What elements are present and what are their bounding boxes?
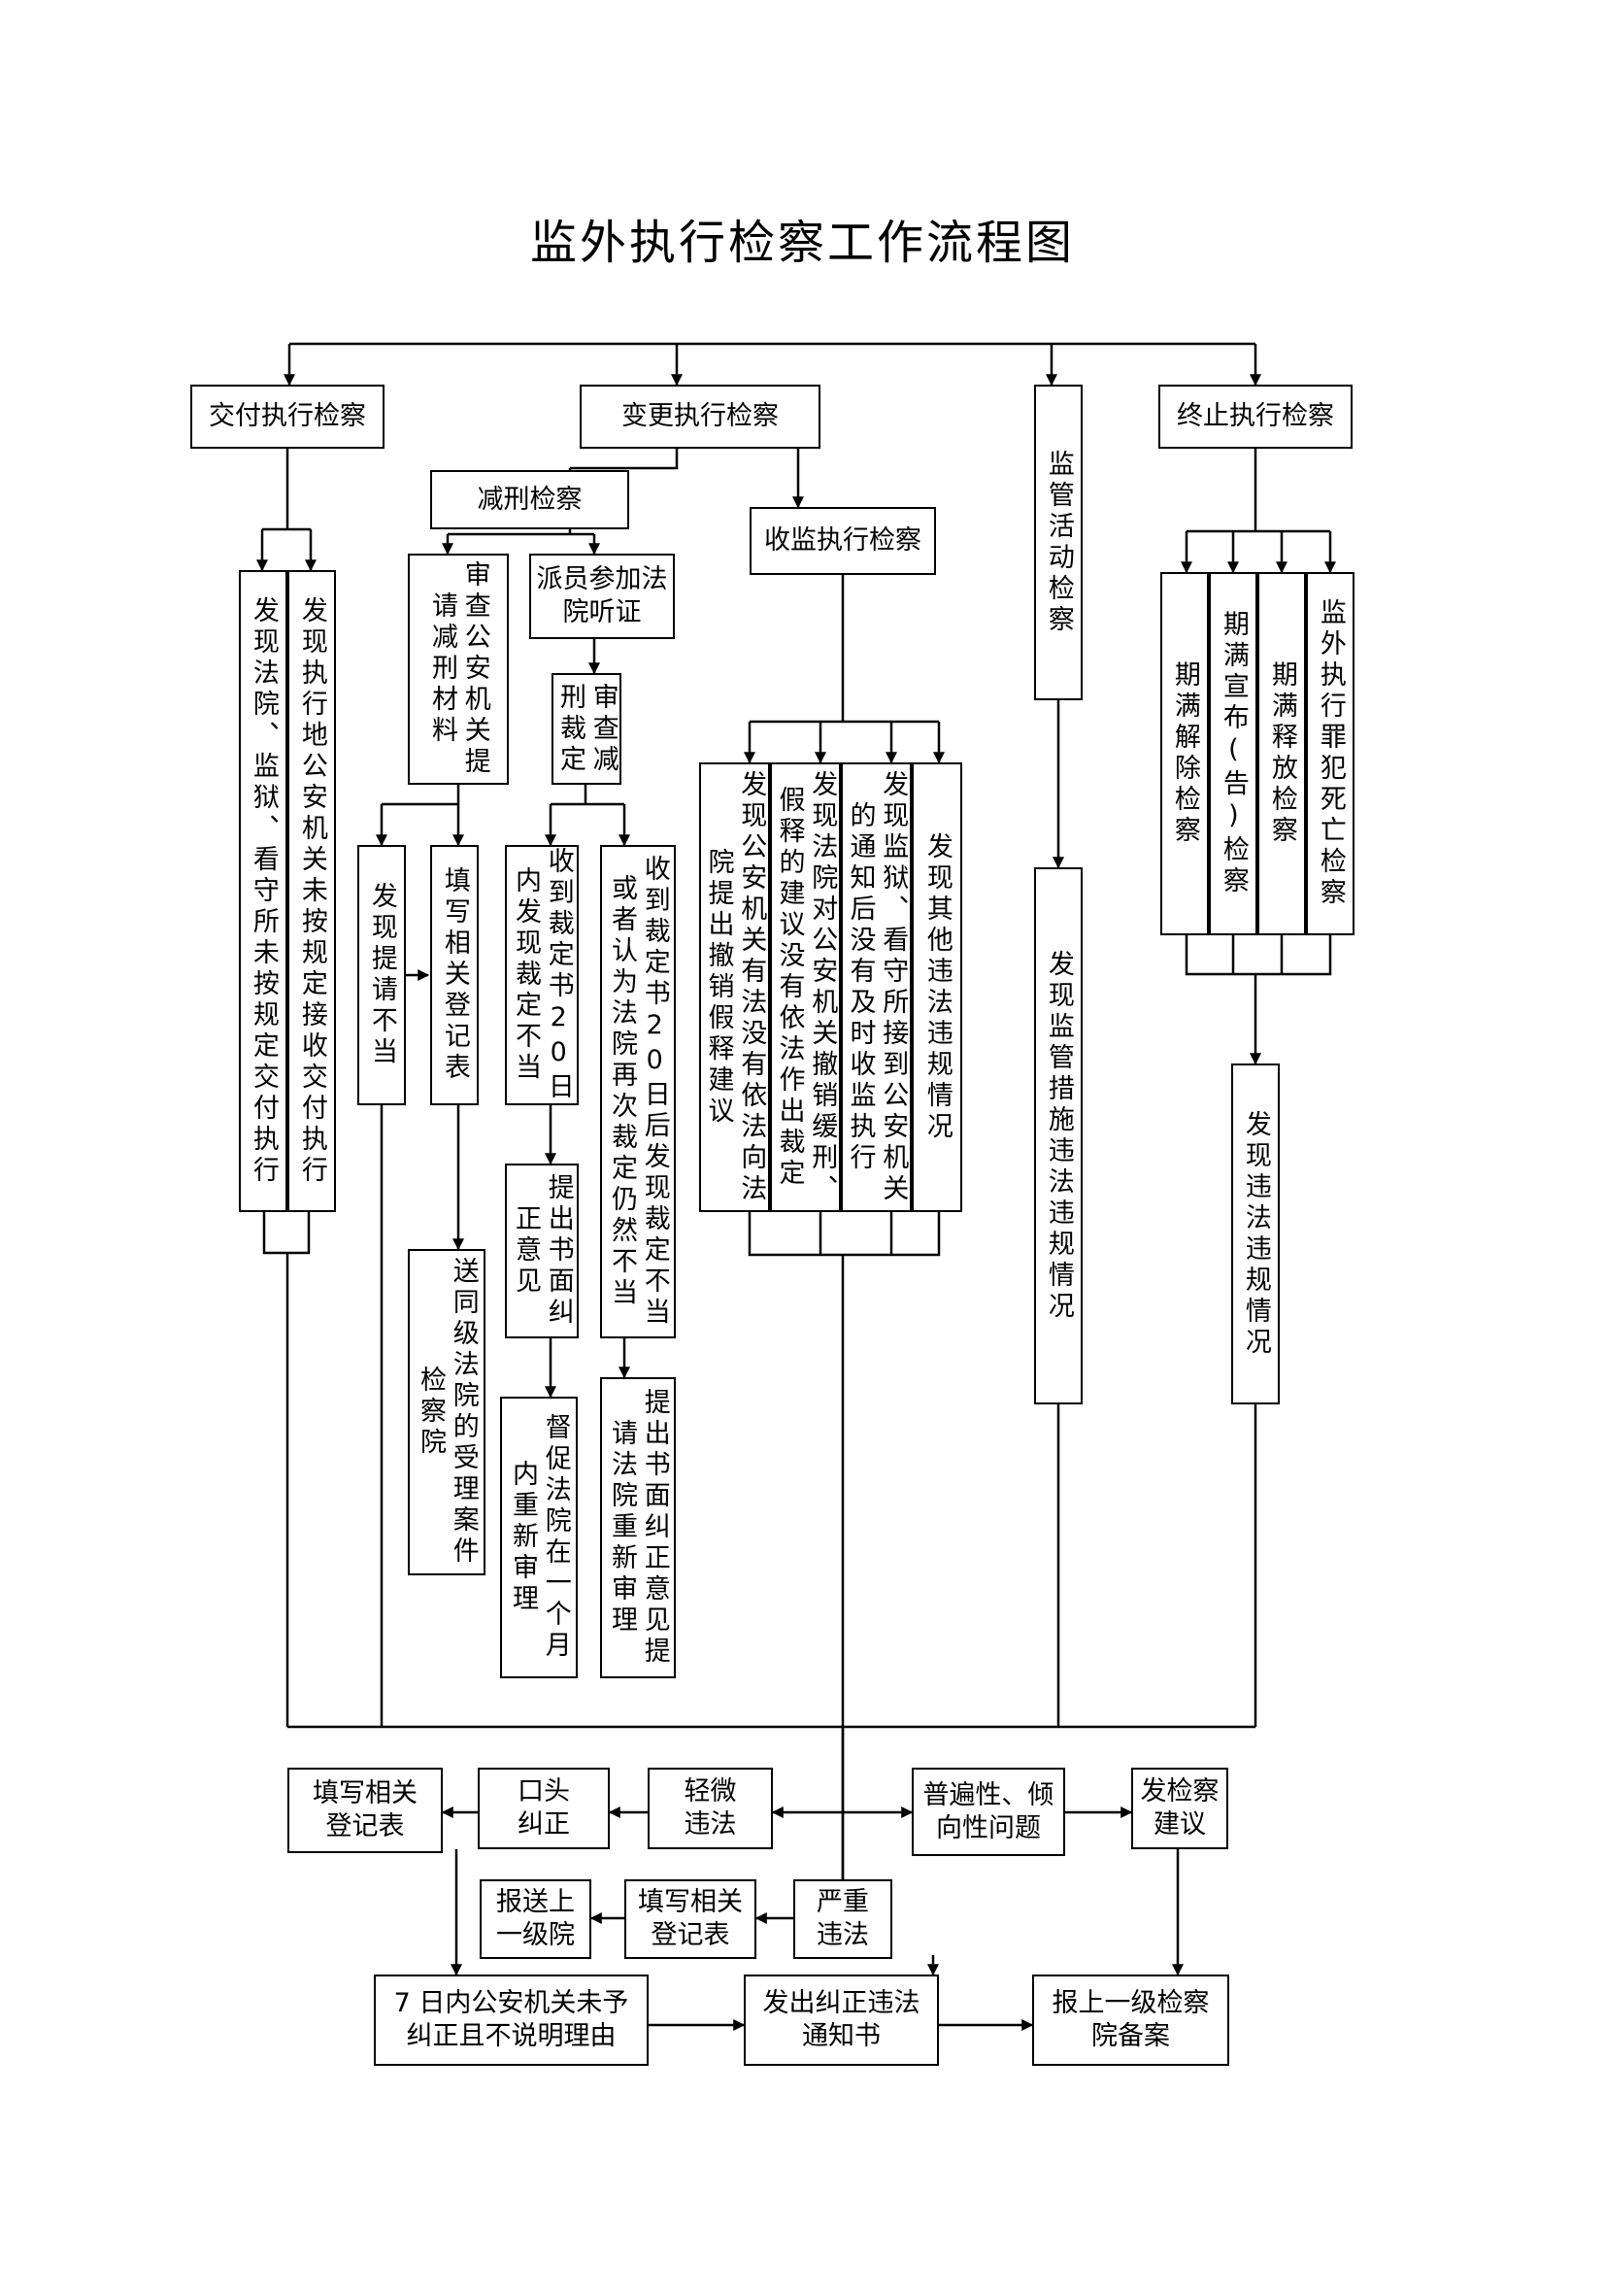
shoujian-s4-box: 发现其他违法违规情况 (912, 762, 962, 1212)
within20-label: 收到裁定书20日内发现裁定不当 (511, 847, 574, 1103)
zhongzhi-c1-box: 期满解除检察 (1160, 572, 1209, 935)
send-court-box: 送同级法院的受理案件检察院 (408, 1249, 485, 1575)
bottom-suggest-label: 发检察 建议 (1140, 1776, 1220, 1840)
biangeng-box: 变更执行检察 (580, 385, 820, 449)
improper-label: 发现提请不当 (366, 882, 397, 1068)
request-retrial-label: 提出书面纠正意见提请法院重新审理 (607, 1388, 670, 1668)
bottom-fill-form1-box: 填写相关 登记表 (287, 1768, 443, 1853)
shoujian-s4-label: 发现其他违法违规情况 (921, 831, 953, 1143)
review-materials-label: 审查公安机关提请减刑材料 (427, 560, 490, 778)
jiaofu-court-label: 发现法院、监狱、看守所未按规定交付执行 (248, 595, 279, 1187)
bottom-notice-box: 发出纠正违法 通知书 (744, 1975, 939, 2066)
zhongzhi-label: 终止执行检察 (1177, 401, 1334, 432)
bottom-serious-box: 严重 违法 (793, 1879, 892, 1959)
zhongzhi-c3-box: 期满释放检察 (1257, 572, 1306, 935)
fill-form-label: 填写相关登记表 (439, 866, 470, 1084)
bottom-general-label: 普遍性、倾 向性问题 (922, 1779, 1054, 1843)
bottom-suggest-box: 发检察 建议 (1131, 1768, 1228, 1849)
jiaofu-label: 交付执行检察 (209, 401, 366, 432)
bottom-report-upper-label: 报送上 一级院 (496, 1887, 575, 1950)
improper-box: 发现提请不当 (357, 845, 406, 1105)
jianxing-box: 减刑检察 (430, 470, 629, 529)
request-retrial-box: 提出书面纠正意见提请法院重新审理 (600, 1377, 676, 1678)
jianguan-found-label: 发现监管措施违法违规情况 (1043, 949, 1074, 1323)
shoujian-s2-label: 发现法院对公安机关撤销缓刑、假释的建议没有依法作出裁定 (774, 769, 838, 1205)
bottom-general-box: 普遍性、倾 向性问题 (912, 1768, 1065, 1856)
jianguan-label: 监管活动检察 (1043, 449, 1074, 636)
after20-box: 收到裁定书20日后发现裁定不当或者认为法院再次裁定仍然不当 (600, 845, 676, 1338)
send-court-label: 送同级法院的受理案件检察院 (416, 1257, 479, 1568)
bottom-fill-form2-box: 填写相关 登记表 (624, 1879, 756, 1959)
jiaofu-police-label: 发现执行地公安机关未按规定接收交付执行 (296, 595, 327, 1187)
review-materials-box: 审查公安机关提请减刑材料 (408, 554, 509, 785)
fill-form-box: 填写相关登记表 (430, 845, 479, 1105)
page-title: 监外执行检察工作流程图 (529, 216, 1075, 270)
bottom-fill-form2-label: 填写相关 登记表 (638, 1887, 743, 1950)
bottom-minor-box: 轻微 违法 (648, 1768, 773, 1849)
shoujian-box: 收监执行检察 (750, 507, 936, 575)
biangeng-label: 变更执行检察 (621, 401, 779, 432)
jiaofu-court-box: 发现法院、监狱、看守所未按规定交付执行 (239, 570, 287, 1212)
zhongzhi-c1-label: 期满解除检察 (1169, 660, 1200, 847)
zhongzhi-c4-label: 监外执行罪犯死亡检察 (1315, 598, 1346, 909)
jianxing-label: 减刑检察 (477, 484, 583, 515)
supervise-retrial-box: 督促法院在一个月内重新审理 (500, 1397, 578, 1678)
bottom-oral-box: 口头 纠正 (478, 1768, 610, 1849)
bottom-file-upper-label: 报上一级检察 院备案 (1052, 1988, 1210, 2051)
correction-opinion-box: 提出书面纠正意见 (505, 1164, 579, 1338)
shoujian-s1-box: 发现公安机关有法没有依法向法院提出撤销假释建议 (699, 762, 770, 1212)
jianguan-found-box: 发现监管措施违法违规情况 (1034, 867, 1083, 1404)
zhongzhi-box: 终止执行检察 (1158, 385, 1353, 449)
bottom-seven-days-label: 7 日内公安机关未予 纠正且不说明理由 (393, 1988, 629, 2051)
review-ruling-box: 审查减刑裁定 (552, 673, 621, 785)
zhongzhi-merge (1185, 935, 1332, 976)
zhongzhi-c4-box: 监外执行罪犯死亡检察 (1306, 572, 1354, 935)
shoujian-label: 收监执行检察 (764, 525, 921, 557)
jiaofu-merge-line (262, 1212, 311, 1255)
zhongzhi-found-label: 发现违法违规情况 (1240, 1109, 1271, 1359)
shoujian-s3-label: 发现监狱、看守所接到公安机关的通知后没有及时收监执行 (845, 769, 909, 1205)
jiaofu-box: 交付执行检察 (190, 385, 385, 449)
biangeng-to-jianxing-line (570, 449, 679, 470)
shoujian-s1-label: 发现公安机关有法没有依法向法院提出撤销假释建议 (703, 769, 767, 1205)
jiaofu-police-box: 发现执行地公安机关未按规定接收交付执行 (287, 570, 336, 1212)
zhongzhi-c2-label: 期满宣布(告)检察 (1218, 610, 1249, 897)
bottom-serious-label: 严重 违法 (817, 1887, 869, 1950)
bottom-minor-label: 轻微 违法 (684, 1776, 737, 1840)
bottom-file-upper-box: 报上一级检察 院备案 (1032, 1975, 1229, 2066)
bottom-report-upper-box: 报送上 一级院 (480, 1879, 591, 1959)
attend-hearing-box: 派员参加法院听证 (529, 554, 675, 639)
supervise-retrial-label: 督促法院在一个月内重新审理 (508, 1413, 571, 1662)
bottom-notice-label: 发出纠正违法 通知书 (762, 1988, 920, 2051)
zhongzhi-found-box: 发现违法违规情况 (1231, 1064, 1280, 1404)
jianguan-box: 监管活动检察 (1034, 385, 1083, 700)
after20-label: 收到裁定书20日后发现裁定不当或者认为法院再次裁定仍然不当 (607, 855, 670, 1329)
correction-opinion-label: 提出书面纠正意见 (511, 1173, 574, 1329)
within20-box: 收到裁定书20日内发现裁定不当 (505, 845, 579, 1105)
zhongzhi-c2-box: 期满宣布(告)检察 (1209, 572, 1257, 935)
attend-hearing-label: 派员参加法院听证 (536, 564, 668, 627)
shoujian-s3-box: 发现监狱、看守所接到公安机关的通知后没有及时收监执行 (841, 762, 912, 1212)
shoujian-merge (748, 1212, 941, 1257)
bottom-seven-days-box: 7 日内公安机关未予 纠正且不说明理由 (374, 1975, 649, 2066)
zhongzhi-c3-label: 期满释放检察 (1266, 660, 1297, 847)
shoujian-s2-box: 发现法院对公安机关撤销缓刑、假释的建议没有依法作出裁定 (770, 762, 841, 1212)
bottom-fill-form1-label: 填写相关 登记表 (313, 1778, 418, 1841)
review-ruling-label: 审查减刑裁定 (555, 682, 619, 776)
bottom-oral-label: 口头 纠正 (518, 1776, 570, 1840)
